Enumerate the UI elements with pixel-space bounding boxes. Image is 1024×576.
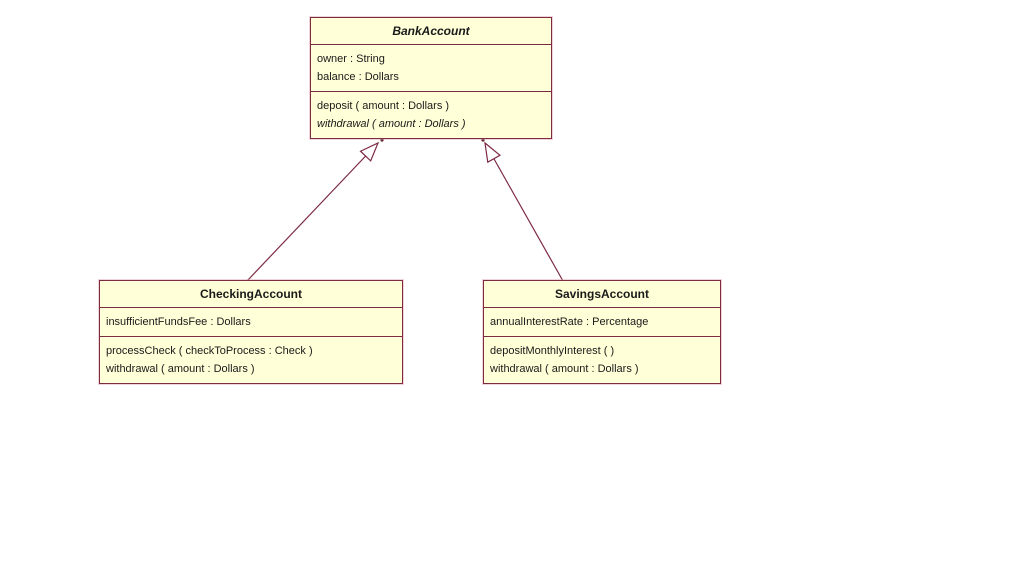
class-title: BankAccount: [311, 18, 551, 45]
class-title: SavingsAccount: [484, 281, 720, 308]
class-box-checkingaccount[interactable]: CheckingAccount insufficientFundsFee : D…: [99, 280, 403, 384]
attribute-line: annualInterestRate : Percentage: [490, 316, 649, 328]
class-box-savingsaccount[interactable]: SavingsAccount annualInterestRate : Perc…: [483, 280, 721, 384]
edge-anchor-dot: [481, 138, 485, 142]
method-line: withdrawal ( amount : Dollars ): [106, 363, 255, 375]
methods-compartment: depositMonthlyInterest ( ) withdrawal ( …: [484, 337, 720, 383]
attributes-compartment: owner : String balance : Dollars: [311, 45, 551, 92]
attribute-line: owner : String: [317, 53, 385, 65]
method-line-abstract: withdrawal ( amount : Dollars ): [317, 118, 466, 130]
attributes-compartment: insufficientFundsFee : Dollars: [100, 308, 402, 337]
attribute-line: insufficientFundsFee : Dollars: [106, 316, 251, 328]
edge-anchor-dot: [380, 138, 384, 142]
attributes-compartment: annualInterestRate : Percentage: [484, 308, 720, 337]
class-box-bankaccount[interactable]: BankAccount owner : String balance : Dol…: [310, 17, 552, 139]
methods-compartment: deposit ( amount : Dollars ) withdrawal …: [311, 92, 551, 138]
generalization-edge-checking-to-bankaccount[interactable]: [246, 141, 380, 282]
method-line: depositMonthlyInterest ( ): [490, 345, 615, 357]
class-title: CheckingAccount: [100, 281, 402, 308]
method-line: processCheck ( checkToProcess : Check ): [106, 345, 313, 357]
attribute-line: balance : Dollars: [317, 71, 399, 83]
method-line: withdrawal ( amount : Dollars ): [490, 363, 639, 375]
method-line: deposit ( amount : Dollars ): [317, 100, 450, 112]
methods-compartment: processCheck ( checkToProcess : Check ) …: [100, 337, 402, 383]
generalization-edge-savings-to-bankaccount[interactable]: [484, 141, 564, 282]
